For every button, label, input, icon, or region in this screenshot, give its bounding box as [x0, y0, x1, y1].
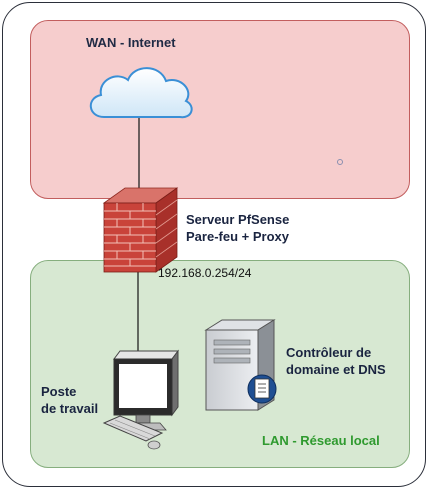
cloud-icon [89, 67, 193, 119]
wan-zone-title: WAN - Internet [86, 35, 176, 50]
firewall-icon [102, 187, 179, 273]
small-circle-marker [337, 159, 343, 165]
workstation-icon [102, 349, 179, 450]
firewall-label: Serveur PfSense Pare-feu + Proxy [186, 212, 290, 244]
domain-controller-label: Contrôleur de domaine et DNS [286, 345, 386, 377]
workstation-label: Poste de travail [41, 384, 99, 416]
lan-zone-title: LAN - Réseau local [262, 433, 380, 448]
server-icon [204, 319, 277, 411]
firewall-ip-label: 192.168.0.254/24 [158, 266, 252, 280]
